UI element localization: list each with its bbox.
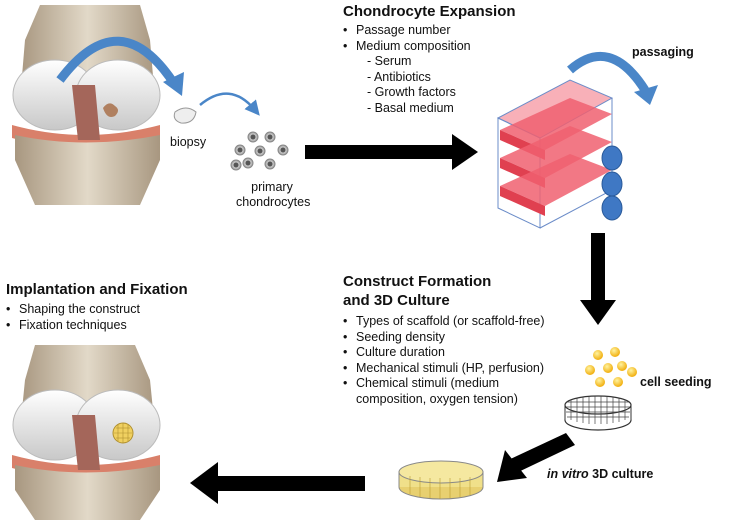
passaging-arrow-head (634, 85, 658, 105)
construct-disc (398, 460, 484, 500)
expansion-bullet: Medium composition (343, 39, 516, 55)
harvest-arrow-head (163, 72, 184, 96)
implantation-title: Implantation and Fixation (6, 281, 188, 298)
primary-chondrocytes-label: primary chondrocytes (236, 180, 311, 210)
construct-title-line2: and 3D Culture (343, 292, 450, 309)
scaffold-disc (564, 395, 632, 431)
medium-item: Antibiotics (367, 70, 516, 86)
isolation-arrow (199, 92, 260, 116)
construct-bullets: Types of scaffold (or scaffold-free) See… (343, 314, 545, 407)
construct-bullet: Mechanical stimuli (HP, perfusion) (343, 361, 545, 377)
seeding-cells (585, 347, 637, 387)
construct-bullet: Chemical stimuli (medium composition, ox… (343, 376, 545, 407)
passaging-label: passaging (632, 45, 694, 59)
in-vitro-italic: in vitro (547, 467, 589, 481)
construct-bullet: Types of scaffold (or scaffold-free) (343, 314, 545, 330)
construct-bullet: Seeding density (343, 330, 545, 346)
primary-chondrocytes-graphic (230, 131, 289, 171)
medium-components: Serum Antibiotics Growth factors Basal m… (343, 54, 516, 116)
construct-bullet: Culture duration (343, 345, 545, 361)
knee-joint-bottom (12, 345, 161, 520)
arrow-to-culture (497, 433, 575, 482)
construct-title-line1: Construct Formation (343, 273, 492, 290)
in-vitro-label: in vitro 3D culture (547, 467, 653, 481)
arrow-to-expansion (305, 134, 478, 170)
biopsy-sample (173, 107, 197, 124)
biopsy-label: biopsy (170, 135, 207, 149)
construct-bullet-5-line1: Chemical stimuli (medium (356, 376, 500, 390)
passaging-arrow (567, 51, 649, 93)
culture-flasks (496, 79, 623, 229)
medium-item: Basal medium (367, 101, 516, 117)
expansion-bullet: Passage number (343, 23, 516, 39)
construct-bullet-5-line2: composition, oxygen tension) (356, 391, 518, 406)
medium-item: Growth factors (367, 85, 516, 101)
cell-seeding-label: cell seeding (640, 375, 712, 389)
implantation-bullet: Fixation techniques (6, 318, 188, 334)
implantation-bullets: Shaping the construct Fixation technique… (6, 302, 188, 333)
expansion-title: Chondrocyte Expansion (343, 3, 516, 20)
harvest-arrow (56, 36, 179, 88)
primary-label-line1: primary (251, 180, 293, 194)
expansion-section: Chondrocyte Expansion Passage number Med… (343, 2, 516, 116)
construct-section: Construct Formation and 3D Culture Types… (343, 272, 545, 407)
primary-label-line2: chondrocytes (236, 195, 311, 209)
implantation-bullet: Shaping the construct (6, 302, 188, 318)
knee-joint-top (5, 5, 165, 205)
implantation-section: Implantation and Fixation Shaping the co… (6, 280, 188, 333)
medium-item: Serum (367, 54, 516, 70)
arrow-to-seeding (580, 233, 616, 325)
expansion-bullets: Passage number Medium composition (343, 23, 516, 54)
arrow-to-implantation (190, 462, 365, 504)
in-vitro-rest: 3D culture (588, 467, 654, 481)
